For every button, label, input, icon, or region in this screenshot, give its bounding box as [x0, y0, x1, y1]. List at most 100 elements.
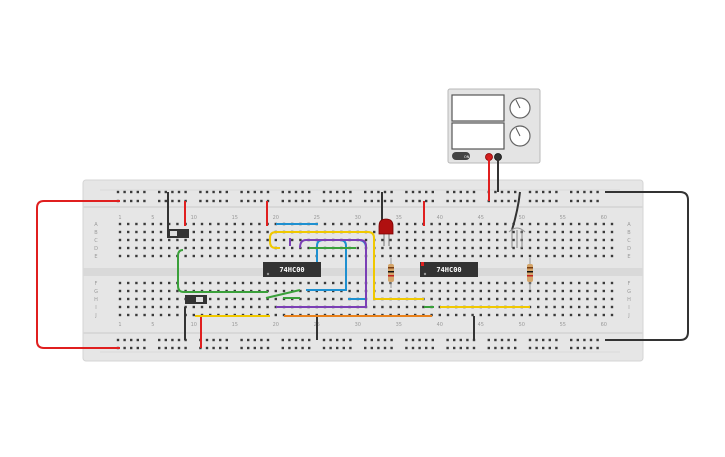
breadboard-hole[interactable] [217, 254, 220, 258]
breadboard-hole[interactable] [520, 289, 523, 293]
breadboard-hole[interactable] [294, 190, 298, 194]
breadboard-hole[interactable] [281, 190, 284, 194]
breadboard-hole[interactable] [418, 346, 421, 350]
breadboard-hole[interactable] [422, 246, 425, 250]
breadboard-hole[interactable] [425, 338, 428, 342]
breadboard-hole[interactable] [570, 190, 573, 194]
breadboard-hole[interactable] [151, 230, 154, 234]
breadboard-hole[interactable] [383, 346, 387, 350]
breadboard-hole[interactable] [291, 238, 294, 242]
breadboard-hole[interactable] [548, 199, 551, 203]
breadboard-hole[interactable] [542, 346, 545, 350]
breadboard-hole[interactable] [594, 230, 597, 234]
breadboard-hole[interactable] [356, 289, 359, 293]
breadboard-hole[interactable] [578, 230, 581, 234]
breadboard-hole[interactable] [446, 222, 450, 226]
breadboard-hole[interactable] [446, 199, 449, 203]
breadboard-hole[interactable] [127, 313, 130, 317]
breadboard-hole[interactable] [455, 289, 458, 293]
breadboard-hole[interactable] [168, 238, 171, 242]
breadboard-hole[interactable] [537, 222, 540, 226]
breadboard-hole[interactable] [247, 338, 250, 342]
breadboard-hole[interactable] [561, 281, 564, 285]
breadboard-hole[interactable] [578, 281, 581, 285]
breadboard-hole[interactable] [514, 190, 517, 194]
breadboard-hole[interactable] [512, 246, 515, 250]
breadboard-hole[interactable] [487, 222, 491, 226]
breadboard-hole[interactable] [171, 346, 174, 350]
breadboard-hole[interactable] [260, 190, 263, 194]
breadboard-hole[interactable] [364, 238, 368, 242]
breadboard-hole[interactable] [205, 338, 209, 342]
breadboard-hole[interactable] [570, 338, 573, 342]
breadboard-hole[interactable] [569, 254, 573, 258]
breadboard-hole[interactable] [266, 254, 269, 258]
breadboard-hole[interactable] [225, 281, 228, 285]
breadboard-hole[interactable] [127, 281, 130, 285]
breadboard-hole[interactable] [459, 346, 462, 350]
breadboard-hole[interactable] [301, 190, 304, 194]
breadboard-hole[interactable] [576, 346, 579, 350]
breadboard-hole[interactable] [520, 281, 523, 285]
breadboard-hole[interactable] [610, 297, 614, 301]
breadboard-hole[interactable] [118, 297, 122, 301]
breadboard-hole[interactable] [151, 313, 154, 317]
breadboard-hole[interactable] [308, 190, 311, 194]
breadboard-hole[interactable] [151, 297, 154, 301]
breadboard-hole[interactable] [471, 313, 474, 317]
breadboard-hole[interactable] [602, 289, 605, 293]
breadboard-hole[interactable] [348, 289, 351, 293]
breadboard-hole[interactable] [159, 222, 163, 226]
power-supply[interactable]: ON [447, 88, 541, 164]
breadboard-hole[interactable] [586, 297, 589, 301]
breadboard-hole[interactable] [377, 338, 380, 342]
breadboard-hole[interactable] [496, 313, 499, 317]
breadboard-hole[interactable] [135, 222, 138, 226]
breadboard-hole[interactable] [471, 238, 474, 242]
breadboard-hole[interactable] [258, 246, 261, 250]
breadboard-hole[interactable] [209, 246, 212, 250]
breadboard-hole[interactable] [455, 297, 458, 301]
breadboard-hole[interactable] [217, 246, 220, 250]
breadboard-hole[interactable] [397, 254, 400, 258]
breadboard-hole[interactable] [528, 238, 532, 242]
breadboard-hole[interactable] [130, 338, 133, 342]
breadboard-hole[interactable] [258, 238, 261, 242]
breadboard-hole[interactable] [171, 199, 174, 203]
breadboard-hole[interactable] [225, 190, 228, 194]
breadboard-hole[interactable] [349, 190, 352, 194]
breadboard-hole[interactable] [288, 190, 291, 194]
breadboard-hole[interactable] [537, 289, 540, 293]
breadboard-hole[interactable] [233, 254, 236, 258]
breadboard-hole[interactable] [332, 254, 335, 258]
breadboard-hole[interactable] [143, 338, 146, 342]
breadboard-hole[interactable] [200, 246, 204, 250]
breadboard-hole[interactable] [123, 190, 126, 194]
breadboard-hole[interactable] [159, 230, 163, 234]
breadboard-hole[interactable] [200, 254, 204, 258]
breadboard-hole[interactable] [453, 199, 456, 203]
breadboard-hole[interactable] [258, 222, 261, 226]
breadboard-hole[interactable] [414, 246, 417, 250]
breadboard-hole[interactable] [308, 199, 311, 203]
breadboard-hole[interactable] [233, 222, 236, 226]
breadboard-hole[interactable] [553, 281, 556, 285]
breadboard-hole[interactable] [250, 238, 253, 242]
breadboard-hole[interactable] [329, 190, 332, 194]
breadboard-hole[interactable] [250, 305, 253, 309]
breadboard-hole[interactable] [329, 338, 332, 342]
breadboard-hole[interactable] [240, 199, 243, 203]
breadboard-hole[interactable] [164, 346, 167, 350]
breadboard-hole[interactable] [545, 230, 548, 234]
breadboard-hole[interactable] [389, 246, 392, 250]
breadboard-hole[interactable] [512, 281, 515, 285]
breadboard-hole[interactable] [537, 230, 540, 234]
breadboard-hole[interactable] [561, 246, 564, 250]
breadboard-hole[interactable] [430, 230, 433, 234]
breadboard-hole[interactable] [438, 254, 441, 258]
breadboard-hole[interactable] [192, 222, 195, 226]
breadboard-hole[interactable] [225, 199, 228, 203]
breadboard-hole[interactable] [151, 246, 154, 250]
breadboard-hole[interactable] [118, 230, 122, 234]
breadboard-hole[interactable] [561, 254, 564, 258]
